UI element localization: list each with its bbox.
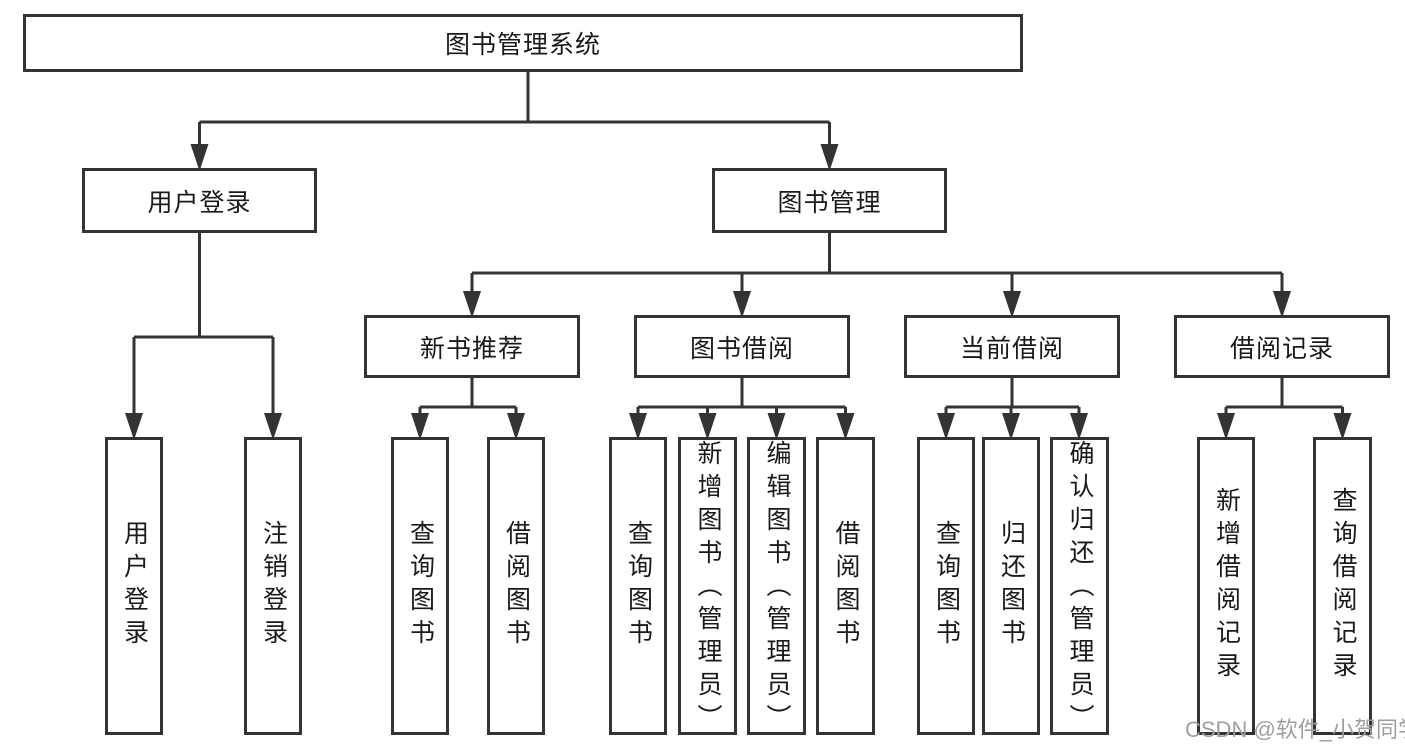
leaf-borrow-borrow-books: 借阅图书: [816, 437, 875, 735]
node-borrow-records: 借阅记录: [1174, 315, 1390, 378]
leaf-recommend-query-books: 查询图书: [391, 437, 449, 735]
leaf-borrow-add-books-admin: 新增图书（管理员）: [678, 437, 737, 737]
leaf-records-query-record: 查询借阅记录: [1313, 437, 1372, 735]
leaf-borrow-edit-books-admin: 编辑图书（管理员）: [747, 437, 806, 737]
node-current-borrow: 当前借阅: [904, 315, 1120, 378]
node-new-book-recommend: 新书推荐: [364, 315, 580, 378]
node-root: 图书管理系统: [23, 14, 1023, 72]
leaf-current-return-books: 归还图书: [982, 437, 1040, 735]
node-user-login: 用户登录: [82, 168, 317, 233]
watermark: CSDN @软件_小贺同学: [1185, 717, 1405, 742]
leaf-user-login: 用户登录: [105, 437, 163, 735]
node-book-management: 图书管理: [712, 168, 947, 233]
leaf-borrow-query-books: 查询图书: [609, 437, 667, 735]
leaf-recommend-borrow-books: 借阅图书: [487, 437, 545, 735]
leaf-logout: 注销登录: [244, 437, 302, 735]
leaf-current-query-books: 查询图书: [917, 437, 975, 735]
leaf-records-add-record: 新增借阅记录: [1197, 437, 1255, 735]
leaf-current-confirm-return-admin: 确认归还（管理员）: [1050, 437, 1109, 737]
node-book-borrow: 图书借阅: [634, 315, 850, 378]
